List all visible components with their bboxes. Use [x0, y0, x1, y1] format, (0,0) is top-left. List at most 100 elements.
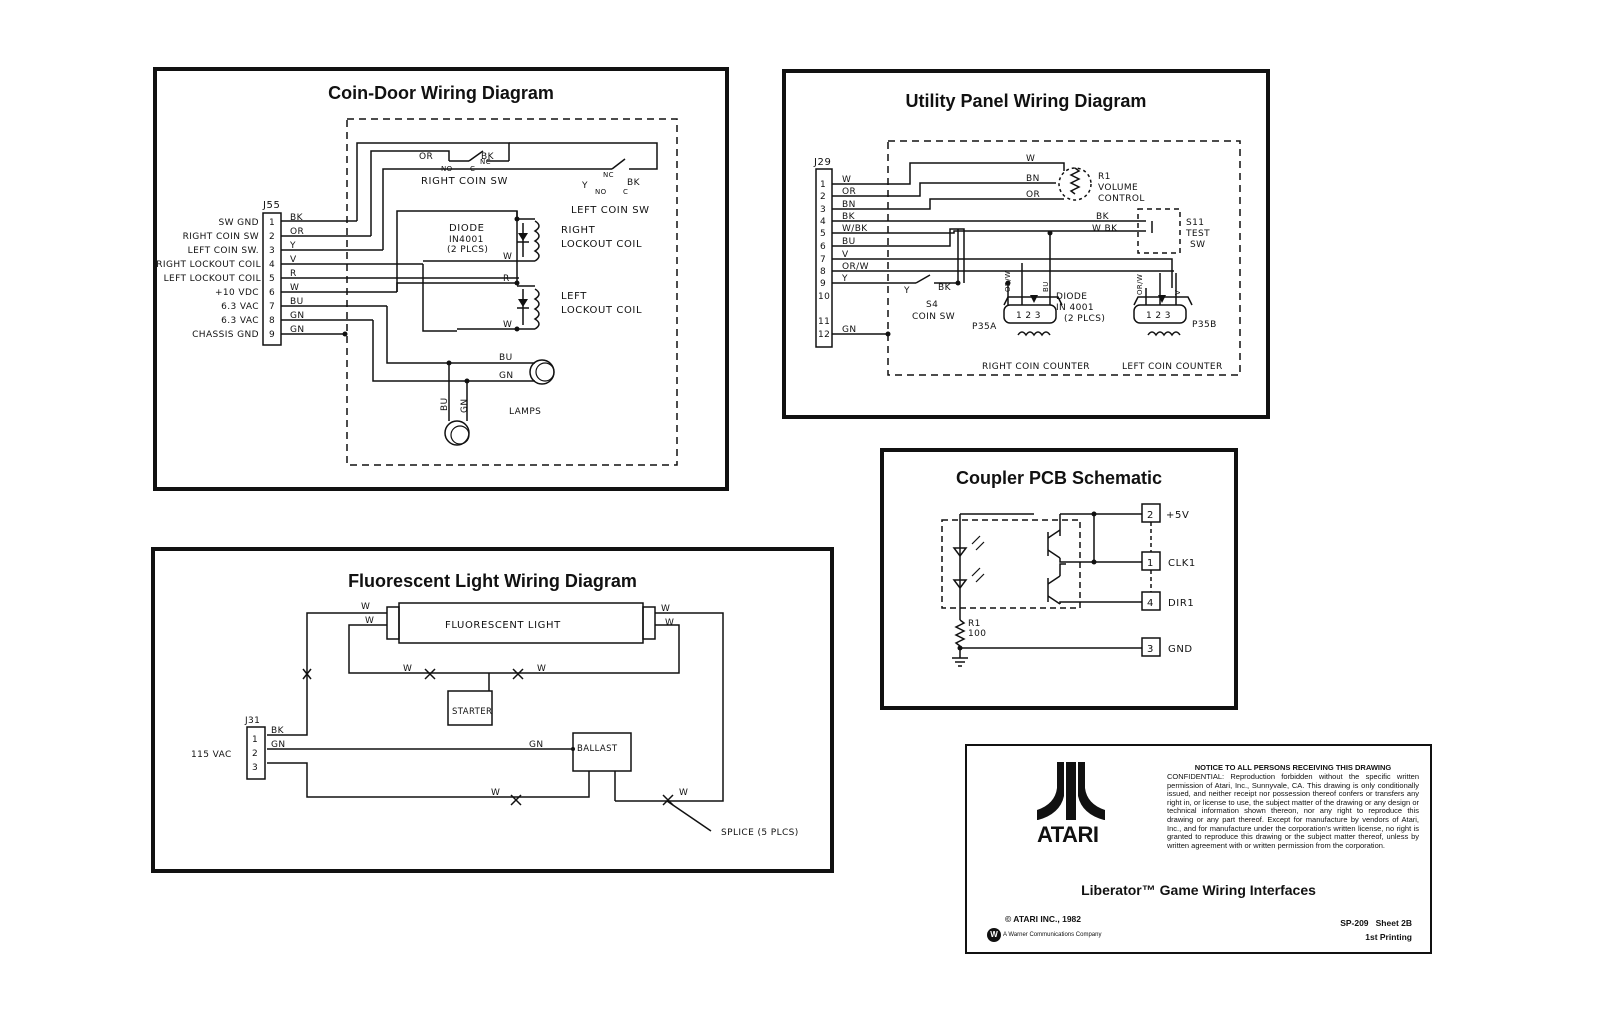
bu-a-label: BU — [1042, 281, 1050, 292]
splice-label: SPLICE (5 PLCS) — [721, 828, 799, 838]
pin-number: 2 — [269, 232, 275, 242]
pin-number: 5 — [820, 229, 826, 239]
wire-color: OR — [290, 227, 304, 237]
left-coil-label: LEFT — [561, 291, 587, 302]
wire-color: R — [290, 269, 297, 279]
coupler-pin-numbers: 2 1 4 3 — [1147, 510, 1154, 655]
pin-number: 2 — [1147, 510, 1154, 521]
pin-number: 11 — [818, 317, 830, 327]
diode-part: IN4001 — [449, 235, 484, 245]
tube-label: FLUORESCENT LIGHT — [445, 620, 561, 631]
wire-color: W/BK — [842, 224, 868, 234]
r1-label: R1 — [1098, 172, 1111, 182]
pin-number: 2 — [252, 749, 258, 759]
wire-color: BU — [842, 237, 856, 247]
wire-color: BU — [290, 297, 304, 307]
w-label: W — [537, 664, 546, 674]
orw-b-label: OR/W — [1136, 274, 1144, 295]
j55-pin-numbers: 1 2 3 4 5 6 7 8 9 — [269, 218, 275, 340]
wire-color: V — [842, 250, 849, 260]
utility-panel: Utility Panel Wiring Diagram — [782, 69, 1270, 419]
pin-number: 10 — [818, 292, 830, 302]
fluorescent-title: Fluorescent Light Wiring Diagram — [348, 571, 637, 591]
printing: 1st Printing — [1365, 932, 1412, 942]
wire-color: Y — [289, 241, 296, 251]
r1-label: R1 — [968, 619, 981, 629]
v-b-label: V — [1174, 290, 1182, 295]
notice-body: CONFIDENTIAL: Reproduction forbidden wit… — [1167, 772, 1419, 850]
pin-number: 8 — [820, 267, 826, 277]
j29-label: J29 — [813, 157, 831, 168]
coupler-pin-labels: +5V CLK1 DIR1 GND — [1166, 510, 1195, 655]
pin-number: 3 — [1147, 644, 1154, 655]
control-label: CONTROL — [1098, 194, 1145, 204]
wire-color: GN — [290, 325, 305, 335]
sw2-nc: NC — [603, 171, 614, 179]
wbk-label: W BK — [1092, 224, 1118, 234]
or-label: OR — [1026, 190, 1040, 200]
bu-label: BU — [499, 353, 513, 363]
pin-number: 2 — [820, 192, 826, 202]
pin-label: +5V — [1166, 510, 1189, 521]
pin-number: 4 — [820, 217, 826, 227]
pin-number: 7 — [820, 255, 826, 265]
utility-panel-schematic: J29 1 2 3 4 5 6 7 8 9 10 11 12 W OR BN B… — [813, 140, 1241, 376]
pin-label: 6.3 VAC — [221, 316, 259, 326]
p35b-pins: 1 2 3 — [1146, 311, 1171, 321]
test-label: TEST — [1185, 229, 1210, 239]
left-coil-label-2: LOCKOUT COIL — [561, 305, 642, 316]
pin-number: 6 — [820, 242, 826, 252]
j55-wire-colors: BK OR Y V R W BU GN GN — [289, 213, 305, 335]
volume-label: VOLUME — [1098, 183, 1138, 193]
w-wire-labels: W W W W W W W W — [361, 602, 688, 798]
sw-no: NO — [441, 165, 453, 173]
lamps-label: LAMPS — [509, 407, 541, 417]
j55-label: J55 — [262, 200, 280, 211]
pin-label: LEFT COIN SW. — [188, 246, 259, 256]
pin-number: 12 — [818, 330, 830, 340]
pin-number: 8 — [269, 316, 275, 326]
wire-color: Y — [841, 274, 848, 284]
copyright: © ATARI INC., 1982 — [1005, 914, 1082, 924]
coupler-panel: Coupler PCB Schematic — [880, 448, 1238, 710]
bk-label: BK — [271, 726, 285, 736]
j31-pin-numbers: 1 2 3 — [252, 735, 258, 773]
diode-label: DIODE — [1056, 292, 1087, 302]
coin-sw-label: COIN SW — [912, 312, 955, 322]
pin-number: 4 — [1147, 598, 1154, 609]
right-coil-label: RIGHT — [561, 225, 596, 236]
pin-number: 6 — [269, 288, 275, 298]
s11-label: S11 — [1186, 218, 1204, 228]
w-label: W — [661, 604, 670, 614]
pin-number: 9 — [269, 330, 275, 340]
vac-label: 115 VAC — [191, 750, 232, 760]
wire-color: GN — [290, 311, 305, 321]
w-label: W — [403, 664, 412, 674]
pin-number: 3 — [820, 205, 826, 215]
right-coin-sw-label: RIGHT COIN SW — [421, 176, 508, 187]
j31-label: J31 — [244, 716, 260, 726]
pin-number: 3 — [269, 246, 275, 256]
sw2-bk: BK — [627, 178, 641, 188]
gn2-label: GN — [529, 740, 544, 750]
ballast-label: BALLAST — [577, 744, 618, 754]
pin-number: 3 — [252, 763, 258, 773]
pin-number: 1 — [1147, 558, 1154, 569]
starter-label: STARTER — [452, 707, 492, 717]
wire-color: V — [290, 255, 297, 265]
left-counter-label: LEFT COIN COUNTER — [1122, 362, 1223, 372]
utility-panel-title: Utility Panel Wiring Diagram — [905, 91, 1147, 111]
w2-label: W — [503, 320, 512, 330]
pin-label: CHASSIS GND — [192, 330, 259, 340]
notice-heading: NOTICE TO ALL PERSONS RECEIVING THIS DRA… — [1194, 763, 1392, 772]
test-sw-label: SW — [1190, 240, 1205, 250]
atari-logo-icon — [1037, 762, 1105, 820]
pin-label: RIGHT COIN SW — [183, 232, 259, 242]
pin-label: SW GND — [218, 218, 259, 228]
lamp-bu-label: BU — [440, 397, 450, 411]
lamp-gn-label: GN — [460, 398, 470, 413]
pin-label: +10 VDC — [215, 288, 259, 298]
wire-color: GN — [842, 325, 857, 335]
wire-color: OR/W — [842, 262, 869, 272]
pin-label: RIGHT LOCKOUT COIL — [157, 260, 261, 270]
